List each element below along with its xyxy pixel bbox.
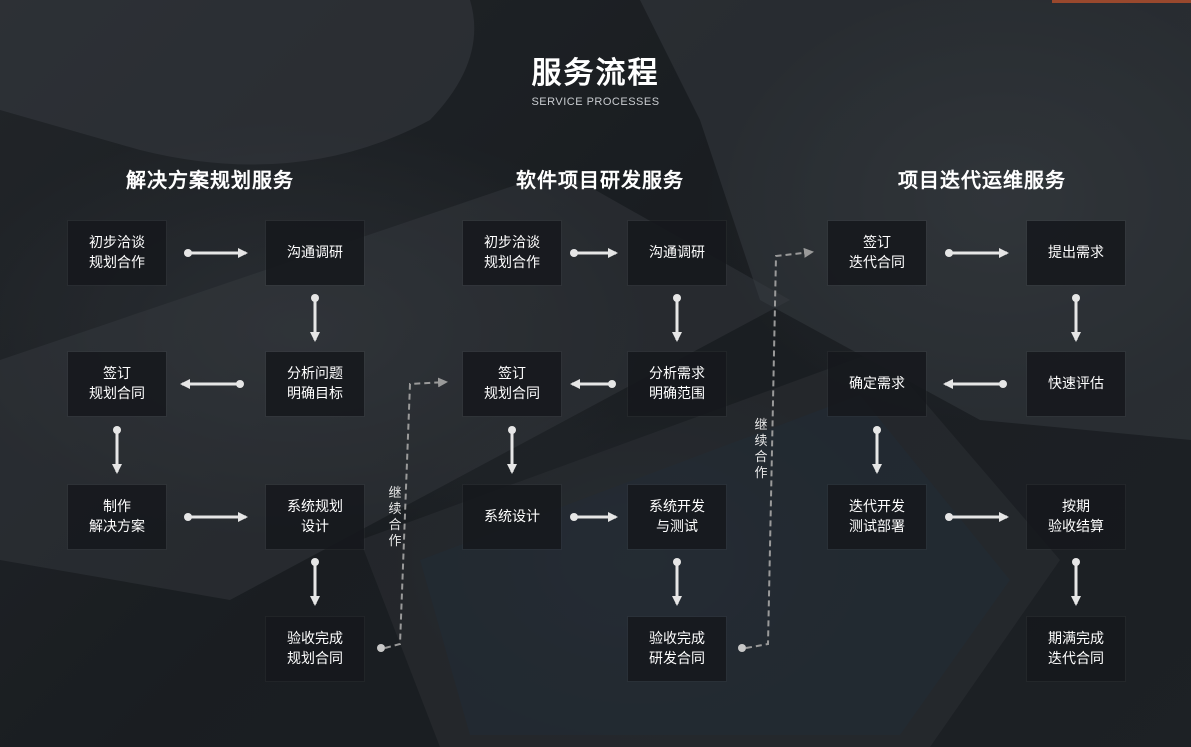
arrow-s1-6-7	[310, 558, 320, 606]
step-s3-raise-requirement: 提出需求	[1027, 221, 1125, 285]
step-s2-sign-contract: 签订 规划合同	[463, 352, 561, 416]
arrow-s1-1-2	[184, 248, 248, 258]
arrow-s3-5-6	[945, 512, 1009, 522]
arrow-s1-5-6	[184, 512, 248, 522]
arrow-s2-6-7	[672, 558, 682, 606]
arrow-s2-2-3	[672, 294, 682, 342]
step-s2-analyze-requirements: 分析需求 明确范围	[628, 352, 726, 416]
page-subtitle: SERVICE PROCESSES	[531, 96, 660, 108]
arrow-s3-3-4	[943, 379, 1007, 389]
step-s1-system-planning: 系统规划 设计	[266, 485, 364, 549]
step-s3-scheduled-settlement: 按期 验收结算	[1027, 485, 1125, 549]
section-title-iteration-maintenance: 项目迭代运维服务	[898, 168, 1066, 192]
step-s1-initial-talk: 初步洽谈 规划合作	[68, 221, 166, 285]
step-s3-complete: 期满完成 迭代合同	[1027, 617, 1125, 681]
section-title-solution-planning: 解决方案规划服务	[126, 168, 294, 192]
arrow-s2-1-2	[570, 248, 618, 258]
step-s2-system-design: 系统设计	[463, 485, 561, 549]
arrow-s3-6-7	[1071, 558, 1081, 606]
arrow-s2-4-5	[507, 426, 517, 474]
step-s3-iterate-develop: 迭代开发 测试部署	[828, 485, 926, 549]
step-s3-quick-evaluate: 快速评估	[1027, 352, 1125, 416]
step-s1-sign-contract: 签订 规划合同	[68, 352, 166, 416]
arrow-s2-5-6	[570, 512, 618, 522]
arrow-s1-4-5	[112, 426, 122, 474]
connector-s2-to-s3	[738, 247, 814, 652]
step-s1-analyze-problem: 分析问题 明确目标	[266, 352, 364, 416]
step-s2-initial-talk: 初步洽谈 规划合作	[463, 221, 561, 285]
arrow-s3-4-5	[872, 426, 882, 474]
arrow-s3-2-3	[1071, 294, 1081, 342]
connector-s1-to-s2	[377, 377, 448, 652]
section-title-software-development: 软件项目研发服务	[516, 168, 684, 192]
step-s2-acceptance: 验收完成 研发合同	[628, 617, 726, 681]
page-title: 服务流程	[531, 56, 660, 91]
connector-label-continue-1: 继续合作	[388, 486, 402, 549]
arrow-s2-3-4	[570, 379, 616, 389]
step-s1-research: 沟通调研	[266, 221, 364, 285]
step-s3-sign-iteration: 签订 迭代合同	[828, 221, 926, 285]
step-s1-make-solution: 制作 解决方案	[68, 485, 166, 549]
step-s3-confirm-requirement: 确定需求	[828, 352, 926, 416]
step-s1-acceptance: 验收完成 规划合同	[266, 617, 364, 681]
arrow-s1-3-4	[180, 379, 244, 389]
step-s2-research: 沟通调研	[628, 221, 726, 285]
step-s2-develop-test: 系统开发 与测试	[628, 485, 726, 549]
connector-label-continue-2: 继续合作	[754, 418, 768, 481]
arrow-s1-2-3	[310, 294, 320, 342]
arrow-s3-1-2	[945, 248, 1009, 258]
